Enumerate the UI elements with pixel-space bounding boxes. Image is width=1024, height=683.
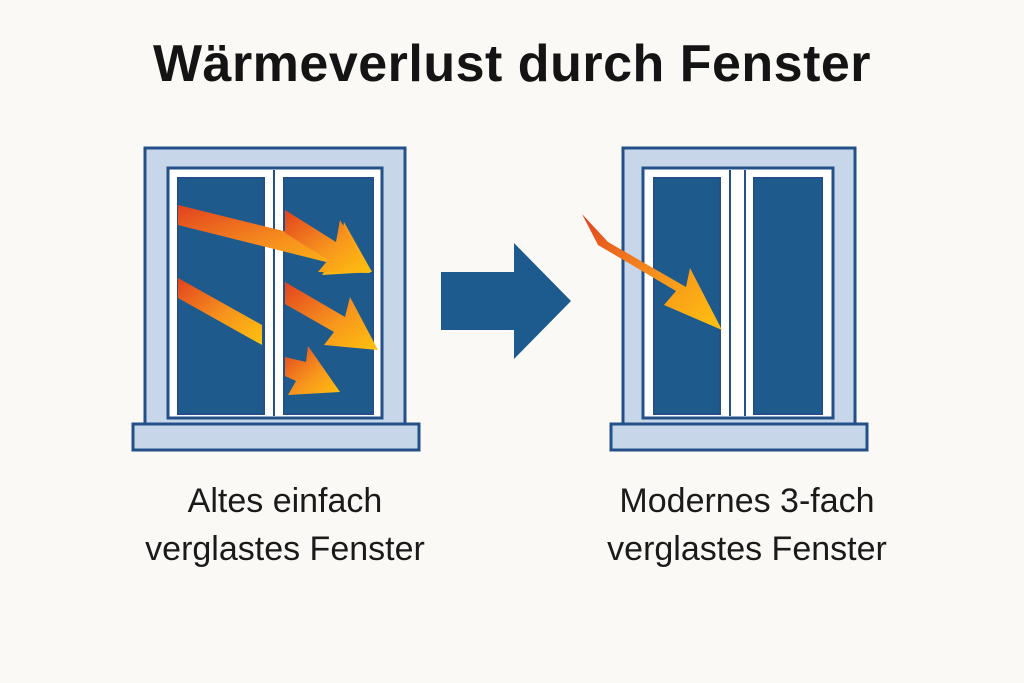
old-window-caption: Altes einfach verglastes Fenster (55, 477, 515, 573)
caption-line: Modernes 3-fach (619, 482, 875, 520)
old-window-sill (131, 422, 421, 452)
modern-window-sill (609, 422, 869, 452)
page-title: Wärmeverlust durch Fenster (152, 35, 872, 93)
caption-line: verglastes Fenster (607, 530, 887, 568)
modern-window-caption: Modernes 3-fach verglastes Fenster (517, 477, 977, 573)
caption-line: verglastes Fenster (145, 530, 425, 568)
heat-loss-arrow-icon (285, 346, 340, 395)
heat-loss-arrow-icon (178, 205, 372, 275)
heat-loss-arrow-icon (582, 214, 722, 330)
heat-loss-arrow-icon (178, 278, 262, 345)
heat-loss-arrow-icon (285, 210, 370, 273)
modern-window-pane-right (753, 177, 823, 415)
old-window (131, 146, 421, 452)
modern-window (582, 146, 869, 452)
caption-line: Altes einfach (187, 482, 383, 520)
transition-arrow-icon (441, 243, 571, 359)
heat-loss-arrow-icon (285, 282, 378, 350)
